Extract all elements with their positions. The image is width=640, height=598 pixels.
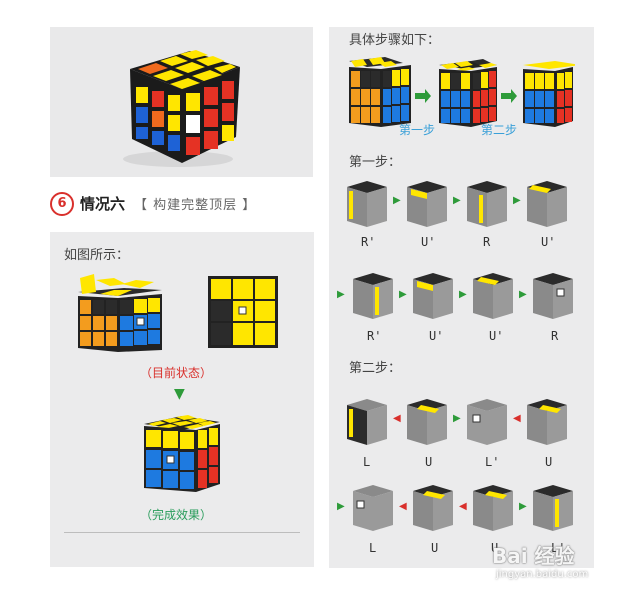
- step-cube: [467, 181, 507, 227]
- step-cube: [527, 399, 567, 445]
- step-arrow-icon: ▶: [337, 501, 345, 512]
- current-state-cube: [78, 274, 162, 352]
- move-label: R': [367, 329, 382, 343]
- right-panel: 具体步骤如下：: [329, 27, 594, 568]
- step1-row2: ▶ ▶ ▶ ▶ R' U' U' R: [337, 271, 585, 361]
- section-subtitle: 【 构建完整顶层 】: [134, 198, 257, 213]
- step-arrow-icon: ▶: [519, 501, 527, 512]
- step-arrow-icon: ▶: [453, 413, 461, 424]
- watermark-logo: Bai 经验 jingyan.baidu.com: [492, 540, 632, 590]
- step-cube: [467, 399, 507, 445]
- step-arrow-icon: ◀: [399, 501, 407, 512]
- step-cube: [353, 273, 393, 319]
- step-cube: [413, 273, 453, 319]
- move-label: L: [369, 541, 377, 555]
- step-arrow-icon: ▶: [459, 289, 467, 300]
- step-cube: [527, 181, 567, 227]
- steps-heading: 具体步骤如下：: [349, 33, 441, 48]
- move-label: U: [545, 455, 553, 469]
- intro-text: 如图所示：: [64, 248, 130, 263]
- move-label: R': [361, 235, 376, 249]
- step-arrow-icon: ▶: [453, 195, 461, 206]
- overview-label-step2: 第二步: [481, 123, 518, 137]
- move-label: L': [485, 455, 500, 469]
- step-cube: [473, 273, 513, 319]
- move-label: R: [483, 235, 491, 249]
- step-cube: [347, 181, 387, 227]
- move-label: U: [431, 541, 439, 555]
- move-label: U': [429, 329, 444, 343]
- step-arrow-icon: ◀: [393, 413, 401, 424]
- step-cube: [347, 399, 387, 445]
- move-label: R: [551, 329, 559, 343]
- step1-heading: 第一步：: [349, 155, 402, 170]
- overview-cubes: [349, 57, 575, 127]
- move-label: U: [425, 455, 433, 469]
- cube-photo: [50, 27, 313, 177]
- step-arrow-icon: ▶: [519, 289, 527, 300]
- step-arrow-icon: ◀: [513, 413, 521, 424]
- watermark-brand: Bai 经验: [492, 544, 575, 568]
- step-arrow-icon: ▶: [337, 289, 345, 300]
- step-arrow-icon: ▶: [399, 289, 407, 300]
- left-panel: 如图所示：: [50, 232, 314, 567]
- top-view-grid: [208, 276, 278, 348]
- step-cube: [353, 485, 393, 531]
- section-title: 情况六: [80, 195, 126, 213]
- overview-label-step1: 第一步: [399, 123, 436, 137]
- step-cube: [473, 485, 513, 531]
- section-number-badge: 6: [50, 192, 74, 216]
- step-cube: [407, 181, 447, 227]
- down-arrow-icon: ▼: [174, 386, 185, 402]
- current-state-label: （目前状态）: [140, 366, 213, 380]
- step-cube: [533, 273, 573, 319]
- section-number: 6: [57, 196, 67, 211]
- watermark-url: jingyan.baidu.com: [496, 569, 589, 580]
- move-label: U: [491, 541, 499, 555]
- step-arrow-icon: ▶: [513, 195, 521, 206]
- step-arrow-icon: ▶: [393, 195, 401, 206]
- step1-row1: ▶ ▶ ▶ R' U' R U': [345, 179, 585, 269]
- step-cube: [533, 485, 573, 531]
- step-arrow-icon: ◀: [459, 501, 467, 512]
- step-cube: [413, 485, 453, 531]
- divider: [64, 532, 300, 533]
- result-label: （完成效果）: [140, 508, 213, 522]
- move-label: U': [489, 329, 504, 343]
- step2-row2: ▶ ◀ ◀ ▶ L U U L': [337, 483, 585, 573]
- move-label: U': [541, 235, 556, 249]
- step2-row1: ◀ ▶ ◀ L U L' U: [345, 397, 585, 487]
- step2-heading: 第二步：: [349, 361, 402, 376]
- move-label: L: [363, 455, 371, 469]
- move-label: L': [551, 541, 566, 555]
- move-label: U': [421, 235, 436, 249]
- step-cube: [407, 399, 447, 445]
- result-cube: [144, 415, 220, 492]
